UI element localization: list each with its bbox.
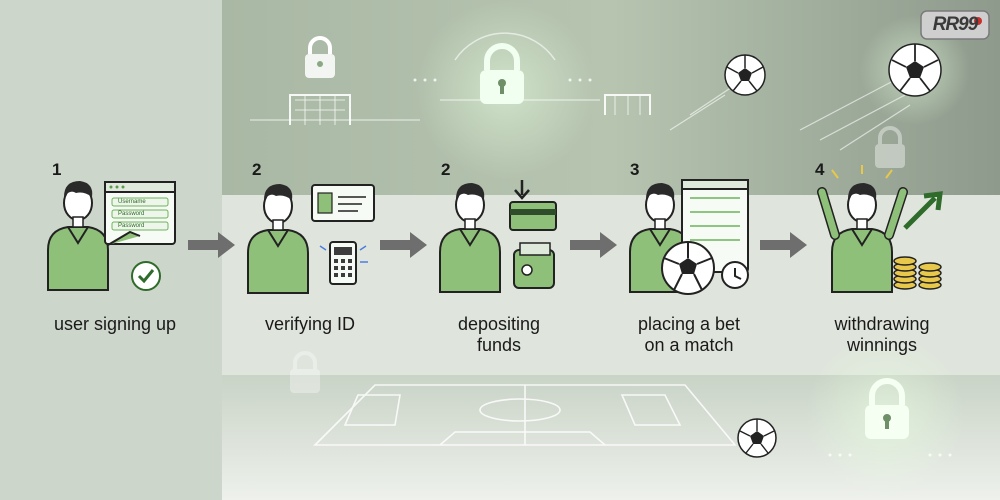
padlock-icon [875,126,905,168]
soccer-ball-icon [737,418,777,458]
flow-arrow-icon [380,232,427,258]
padlock-icon [290,351,320,393]
logo-text: RR99 [932,14,979,35]
signup-form-field: Password [118,211,145,217]
padlock-icon [480,43,524,104]
step-number: 2 [252,160,262,179]
step3-illustration [439,180,557,293]
signup-form-field: Username [118,199,146,205]
flow-arrow-icon [188,232,235,258]
padlock-icon [865,378,909,439]
soccer-ball-icon [888,43,942,97]
step-number: 2 [441,160,451,179]
step-label: withdrawing winnings [834,314,930,355]
step-label: placing a bet on a match [637,314,741,355]
step-label: verifying ID [264,314,356,334]
step4-illustration [629,179,749,295]
step5-illustration [817,165,943,293]
flow-arrow-icon [760,232,807,258]
goal-icon [289,94,351,125]
step-number: 1 [52,160,62,179]
step2-illustration [247,183,375,294]
step-label: user signing up [53,314,177,334]
brand-logo: RR99 [920,10,990,40]
soccer-ball-icon [724,54,766,96]
goal-icon [604,94,651,115]
step-number: 4 [815,160,825,179]
step-number: 3 [630,160,640,179]
step1-illustration [47,180,176,291]
signup-form-field: Password [118,223,145,229]
flow-arrow-icon [570,232,617,258]
coin-stack-icon [893,256,942,290]
padlock-icon [305,36,335,78]
step-label: depositing funds [457,314,541,355]
